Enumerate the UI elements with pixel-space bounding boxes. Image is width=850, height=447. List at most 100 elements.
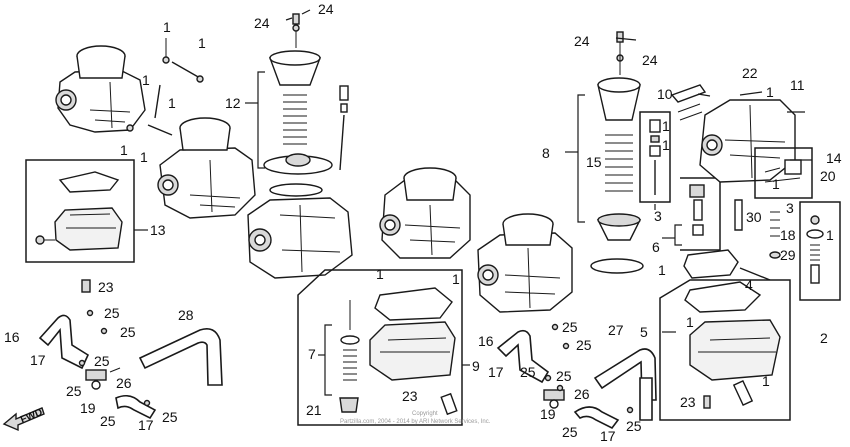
callout-label: 6 (652, 239, 660, 255)
emulsion-parts-group-6 (674, 177, 721, 251)
carburetor-top-left (55, 45, 146, 133)
callout-label: 25 (562, 319, 578, 335)
callout-label: 21 (306, 402, 322, 418)
callout-label: 25 (162, 409, 178, 425)
callout-label: 23 (98, 279, 114, 295)
choke-parts-30-18 (734, 199, 781, 259)
callout-label: 24 (574, 33, 590, 49)
callout-label: 14 (826, 150, 842, 166)
top-screws-24-right (616, 31, 624, 75)
carburetor-left-second (157, 117, 256, 219)
callout-label: 1 (376, 266, 384, 282)
callout-label: 25 (576, 337, 592, 353)
callout-label: 3 (654, 208, 662, 224)
vacuum-piston-assembly-8 (565, 77, 644, 274)
callout-label: 12 (225, 95, 241, 111)
small-fittings-25 (78, 309, 634, 414)
callout-label: 1 (658, 262, 666, 278)
callout-label: 17 (138, 417, 154, 433)
copyright-line-1: Copyright (412, 411, 438, 417)
callout-label: 15 (586, 154, 602, 170)
forward-arrow: FWD (2, 407, 45, 432)
callout-label: 1 (168, 95, 176, 111)
float-bowl-assembly-13 (25, 159, 135, 263)
callout-label: 1 (826, 227, 834, 243)
float-4 (683, 249, 771, 281)
callout-label: 23 (680, 394, 696, 410)
linkage-pins-top (126, 38, 204, 136)
callout-label: 2 (820, 330, 828, 346)
callout-label: 25 (100, 413, 116, 429)
callout-label: 11 (790, 77, 805, 93)
top-screws-24 (292, 13, 300, 48)
float-bowl-assembly-9 (297, 269, 463, 426)
callout-label: 17 (488, 364, 504, 380)
callout-label: 25 (66, 383, 82, 399)
callout-label: 1 (762, 373, 770, 389)
callout-label: 24 (254, 15, 270, 31)
fitting-19-26-center (543, 389, 565, 409)
float-bowl-assembly-5 (659, 279, 791, 421)
callout-label: 23 (402, 388, 418, 404)
callout-label: 28 (178, 307, 194, 323)
screw-23-right (703, 395, 711, 409)
hose-17-center (573, 406, 620, 430)
callout-label: 20 (820, 168, 836, 184)
callout-label: 1 (772, 176, 780, 192)
callout-label: 10 (657, 86, 673, 102)
fitting-19-26-left (85, 367, 121, 390)
callout-label: 9 (472, 358, 480, 374)
callout-label: 1 (662, 118, 670, 134)
callout-label: 3 (786, 200, 794, 216)
callout-label: 29 (780, 247, 796, 263)
callout-label: 1 (142, 72, 150, 88)
hose-28 (138, 327, 223, 386)
callout-label: 30 (746, 209, 762, 225)
callout-label: 13 (150, 222, 166, 238)
hose-16-center (496, 329, 550, 384)
callout-label: 1 (662, 137, 670, 153)
callout-label: 7 (308, 346, 316, 362)
callout-label: 1 (120, 142, 128, 158)
callout-label: 1 (140, 149, 148, 165)
callout-label: 25 (94, 353, 110, 369)
callout-label: 25 (520, 364, 536, 380)
carburetor-center (379, 167, 471, 259)
callout-label: 26 (574, 386, 590, 402)
hose-27 (593, 348, 657, 421)
carburetor-center-right (477, 213, 573, 313)
callout-label: 24 (318, 1, 334, 17)
callout-label: 25 (562, 424, 578, 440)
callout-label: 22 (742, 65, 758, 81)
fwd-label: FWD (19, 407, 44, 426)
jet-parts-group-3 (639, 111, 671, 203)
callout-label: 16 (4, 329, 20, 345)
hose-16-left (38, 314, 90, 370)
callout-label: 4 (745, 277, 753, 293)
callout-label: 8 (542, 145, 550, 161)
callout-label: 1 (686, 314, 694, 330)
callout-label: 16 (478, 333, 494, 349)
jet-needle (339, 85, 349, 171)
carburetor-top-right (670, 84, 796, 183)
callout-numbers: 1 1 1 1 1 1 13 23 24 24 12 25 16 25 17 2… (4, 1, 842, 444)
callout-label: 17 (600, 428, 616, 444)
callout-label: 25 (626, 418, 642, 434)
callout-label: 25 (104, 305, 120, 321)
hose-17-left (115, 394, 157, 420)
callout-label: 25 (556, 368, 572, 384)
callout-label: 18 (780, 227, 796, 243)
callout-label: 17 (30, 352, 46, 368)
callout-label: 1 (163, 19, 171, 35)
callout-label: 19 (540, 406, 556, 422)
callout-label: 25 (120, 324, 136, 340)
callout-label: 19 (80, 400, 96, 416)
callout-label: 27 (608, 322, 624, 338)
callout-label: 26 (116, 375, 132, 391)
callout-label: 24 (642, 52, 658, 68)
callout-label: 1 (198, 35, 206, 51)
screw-23-left (81, 279, 91, 293)
vacuum-piston-assembly-12 (245, 50, 333, 197)
callout-label: 5 (640, 324, 648, 340)
